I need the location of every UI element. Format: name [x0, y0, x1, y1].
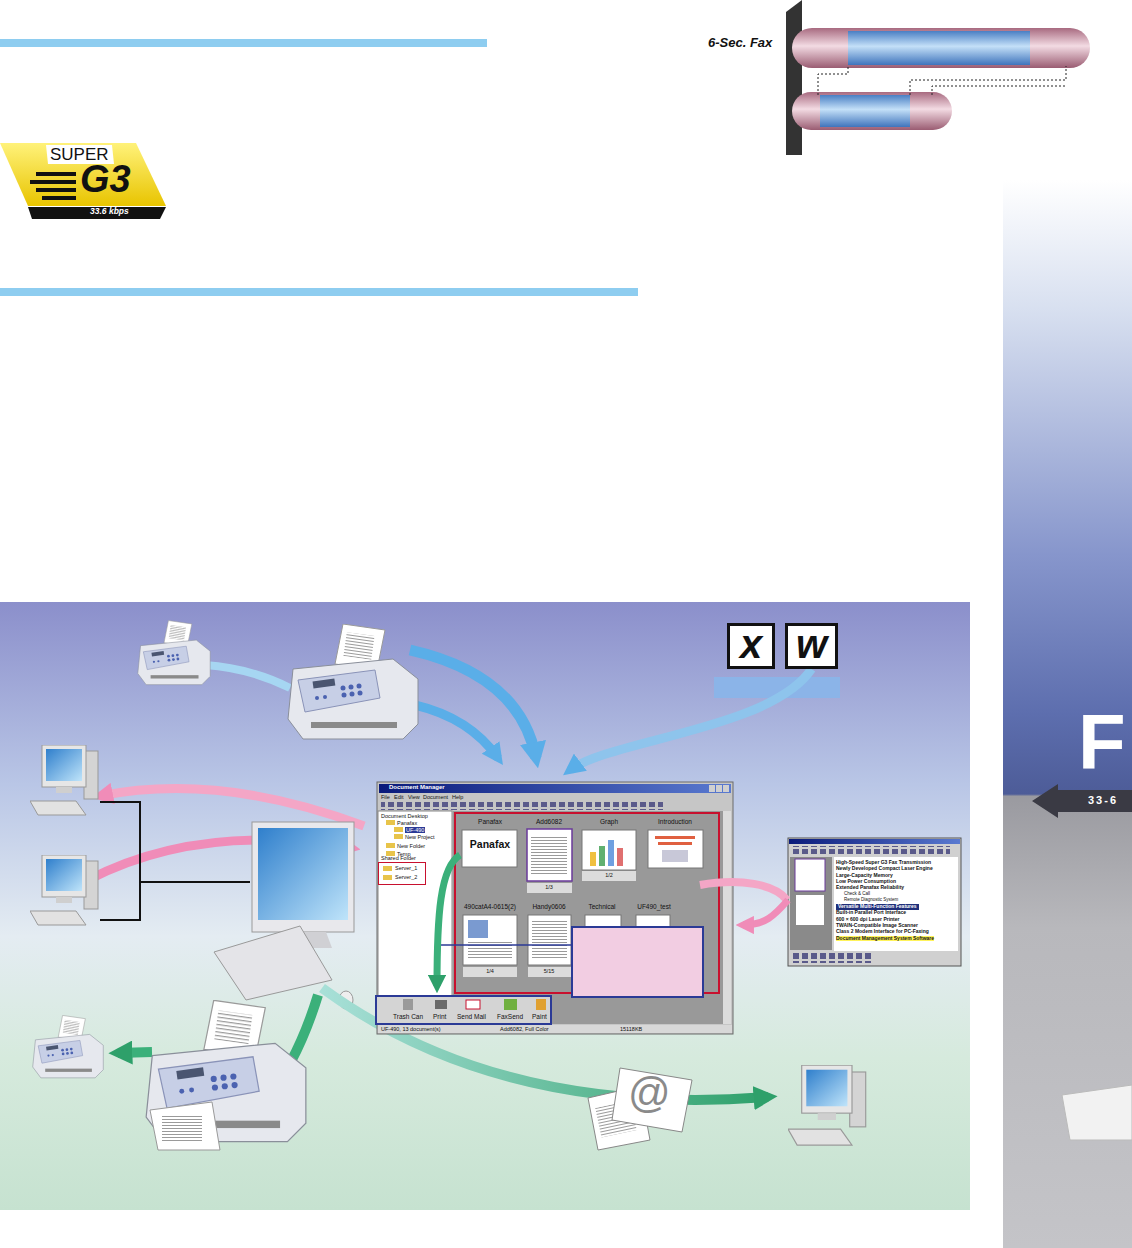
node-text: G3 — [80, 159, 131, 201]
node-text: 1/3 — [524, 884, 574, 890]
node-text: 5/15 — [524, 968, 574, 974]
node-text: Document Manager — [389, 784, 445, 791]
node-text: 490catA4-0615(2) — [457, 903, 523, 910]
node-text: x — [730, 624, 772, 664]
text-label: 6-Sec. Fax — [708, 36, 772, 50]
document-thumbnail: Handy0606 5/15 — [524, 903, 574, 980]
node-text: Graph — [580, 818, 638, 825]
app-icon: x — [727, 623, 775, 669]
document-thumbnail: Introduction — [645, 818, 705, 870]
node-text: Low Power Consumption — [836, 879, 896, 885]
text-label: 15118KB — [620, 1026, 642, 1032]
document-thumbnail: 490catA4-0615(2) 1/4 — [457, 903, 523, 980]
node-text: Introduction — [645, 818, 705, 825]
node-text: Technical — [578, 903, 626, 910]
node-text: Server_1 — [395, 865, 417, 871]
node-text: Class 2 Modem Interface for PC-Faxing — [836, 929, 929, 935]
text-label: Shared Folder — [381, 855, 416, 861]
node-text: Print — [433, 1013, 446, 1020]
node-text: Handy0606 — [524, 903, 574, 910]
node-text: Trash Can — [393, 1013, 423, 1020]
node-text: 33.6 kbps — [90, 207, 129, 216]
text-label: Document Desktop — [381, 813, 428, 819]
text-label: Edit — [394, 794, 403, 800]
text-label: Help — [452, 794, 463, 800]
document-thumbnail: Graph 1/2 — [580, 818, 638, 882]
node-text: Paint — [532, 1013, 547, 1020]
viewer-screenshot: High-Speed Super G3 Fax TransmissionNewl… — [788, 838, 961, 966]
connector-arrow — [437, 855, 460, 986]
text-label: UF-490 — [405, 827, 425, 833]
connector-arrow — [743, 900, 788, 925]
software-window: Document ManagerServer_1Server_2PanafaxP… — [377, 782, 733, 1034]
document-thumbnail: Technical — [578, 903, 626, 925]
node-text: 1/2 — [580, 872, 638, 878]
node-text: w — [788, 624, 835, 664]
node-text: Panafax — [460, 818, 520, 825]
node-text: TWAIN-Compatible Image Scanner — [836, 923, 918, 929]
text-label: View — [408, 794, 420, 800]
node-text: Extended Panafax Reliability — [836, 885, 904, 891]
text-label: @ — [628, 1070, 671, 1116]
node-text: High-Speed Super G3 Fax Transmission — [836, 860, 931, 866]
text-label: 33-6 — [1088, 794, 1118, 806]
node-text: 1/4 — [457, 968, 523, 974]
document-thumbnail: UF490_test — [630, 903, 678, 925]
node-text: FaxSend — [497, 1013, 523, 1020]
logo-badge: SUPERG333.6 kbps — [0, 143, 168, 220]
document-thumbnail: Add6082 1/3 — [524, 818, 574, 895]
node-text: Remote Diagnostic System — [844, 898, 898, 903]
text-label: UF-490, 13 document(s) — [381, 1026, 441, 1032]
node-text: Check & Call — [844, 892, 870, 897]
text-label: F — [1078, 700, 1126, 786]
shared-folder-box: Server_1Server_2 — [378, 862, 426, 885]
node-text: Panafax — [460, 839, 520, 851]
node-text: Document Management System Software — [836, 936, 934, 942]
action-toolbar: Trash Can Print Send Mail FaxSend Paint — [375, 995, 552, 1025]
node-text: Newly Developed Compact Laser Engine — [836, 866, 933, 872]
node-text: Large-Capacity Memory — [836, 873, 893, 879]
node-text: Add6082 — [524, 818, 574, 825]
connector-arrow — [570, 669, 812, 770]
node-text: Send Mail — [457, 1013, 486, 1020]
node-text: UF490_test — [630, 903, 678, 910]
document-thumbnail: PanafaxPanafax — [460, 818, 520, 870]
app-icon: w — [785, 623, 838, 669]
text-label: Document — [423, 794, 448, 800]
node-text: 600 × 600 dpi Laser Printer — [836, 917, 900, 923]
text-label: File — [381, 794, 390, 800]
text-label: Add6082, Full Color — [500, 1026, 549, 1032]
text-label: New Folder — [397, 843, 425, 849]
text-label: Panafax — [397, 820, 417, 826]
text-label: New Project — [405, 834, 435, 840]
node-text: Built-in Parallel Port Interface — [836, 910, 906, 916]
node-text: Server_2 — [395, 874, 417, 880]
node-text: Versatile Multi-Function Features — [836, 904, 919, 910]
